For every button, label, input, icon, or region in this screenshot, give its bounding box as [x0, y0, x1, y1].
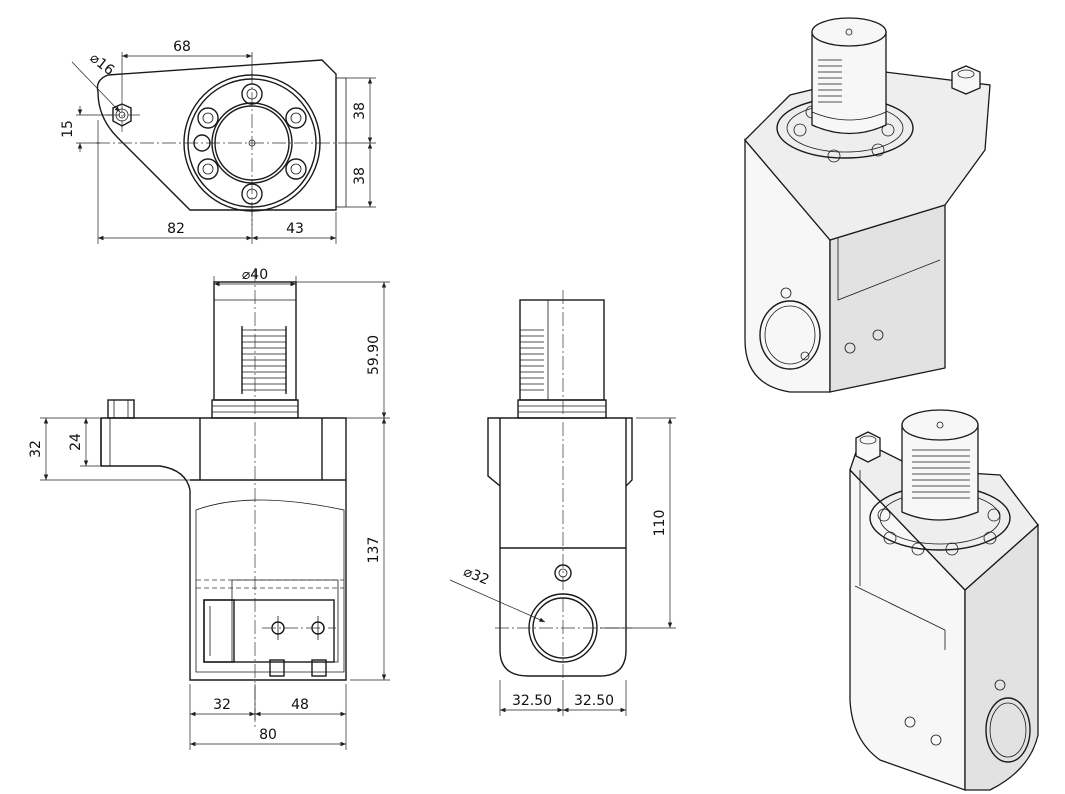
side-body-outline	[487, 417, 633, 677]
front-section-view: ⌀40 59.90 32 24 137 32 48 80	[28, 267, 390, 750]
dim-shank-length: 59.90	[366, 335, 382, 375]
dim-half-height-bottom: 38	[352, 167, 368, 185]
top-view-outline	[96, 59, 337, 211]
dim-bore-diameter: ⌀32	[461, 564, 491, 589]
isometric-view-bottom	[849, 409, 1039, 791]
front-flange-bolt	[107, 399, 135, 419]
front-section-hatch	[195, 499, 345, 673]
dim-boss-offset: 15	[60, 120, 76, 138]
dim-side-half-left: 32.50	[512, 693, 552, 709]
dim-side-half-right: 32.50	[574, 693, 614, 709]
shank-circle	[211, 102, 293, 184]
flange-bolt-holes	[193, 83, 307, 205]
side-shank	[519, 299, 605, 401]
dim-bore-offset: 32	[213, 697, 231, 713]
dim-total-height: 137	[366, 537, 382, 564]
dim-body-width: 80	[259, 727, 277, 743]
dim-top-width: 68	[173, 39, 191, 55]
dim-right-span: 43	[286, 221, 304, 237]
front-cross-holes	[262, 616, 336, 677]
dim-side-height: 110	[652, 510, 668, 537]
dim-shank-diameter: ⌀40	[242, 267, 268, 283]
isometric-view-top	[744, 17, 991, 393]
dim-half-height-top: 38	[352, 102, 368, 120]
dim-bore-span: 48	[291, 697, 309, 713]
front-shank-thread	[241, 326, 287, 394]
dim-left-span: 82	[167, 221, 185, 237]
front-body-outline	[100, 417, 347, 681]
side-view: ⌀32 110 32.50 32.50	[449, 290, 676, 716]
side-shank-thread	[520, 329, 544, 391]
dim-flange-height: 32	[28, 440, 44, 458]
dim-flange-inner: 24	[68, 433, 84, 451]
top-view: 68 ⌀16 15 38 38 82 43	[60, 39, 376, 244]
